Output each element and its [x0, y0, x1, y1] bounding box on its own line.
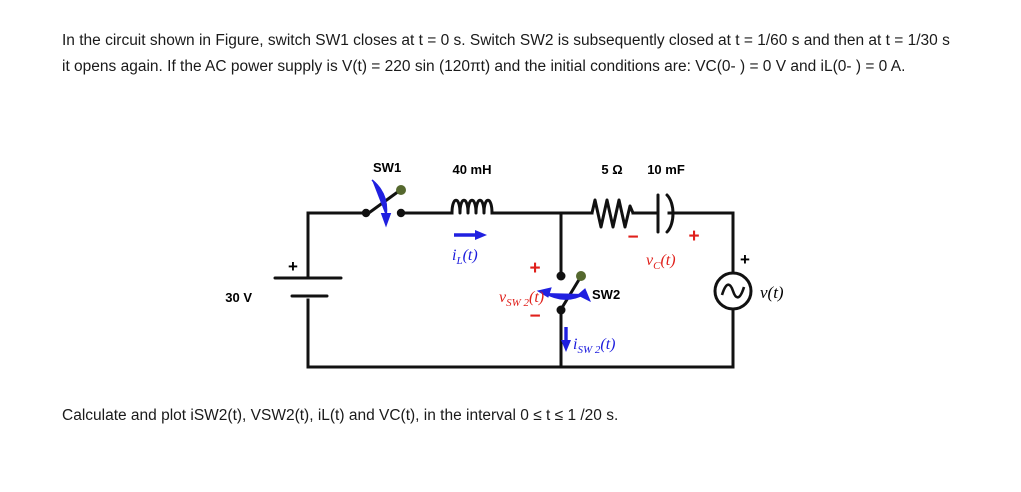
dc-voltage-source [273, 276, 343, 298]
capacitor [656, 193, 675, 234]
dc-source-plus-sign: + [288, 257, 298, 276]
sw2-current-arrow [561, 327, 571, 352]
sw1-right-terminal [396, 208, 406, 218]
resistor [590, 198, 635, 229]
capacitor-minus-sign: − [627, 227, 638, 248]
sw2-top-terminal [556, 271, 566, 281]
task-statement: Calculate and plot iSW2(t), VSW2(t), iL(… [62, 407, 619, 424]
dc-source-label: 30 V [225, 290, 252, 305]
switch-sw1[interactable] [361, 179, 406, 228]
sw2-voltage-label: vSW 2(t) [499, 289, 544, 309]
sw1-open-contact-dot [396, 185, 406, 195]
sw2-current-label: iSW 2(t) [573, 336, 615, 356]
sw1-label: SW1 [373, 160, 401, 175]
inductor-current-label: iL(t) [452, 247, 478, 267]
switch-sw2[interactable] [536, 271, 591, 315]
circuit-diagram: + 30 V SW1 40 mH [0, 150, 1021, 390]
capacitor-plus-sign: + [688, 226, 699, 247]
inductor-current-arrow [454, 230, 487, 240]
ac-source-label: v(t) [760, 283, 784, 302]
sw2-label: SW2 [592, 287, 620, 302]
ac-source-plus-sign: + [740, 250, 750, 269]
inductor [450, 198, 494, 215]
capacitor-voltage-label: vC(t) [646, 252, 676, 272]
problem-statement: In the circuit shown in Figure, switch S… [62, 32, 950, 75]
ac-voltage-source [713, 271, 753, 311]
resistor-label: 5 Ω [601, 162, 622, 177]
capacitor-label: 10 mF [647, 162, 685, 177]
sw2-open-contact-dot [576, 271, 586, 281]
inductor-label: 40 mH [452, 162, 491, 177]
sw2-plus-sign: + [529, 258, 540, 279]
sw2-minus-sign: − [529, 306, 540, 327]
